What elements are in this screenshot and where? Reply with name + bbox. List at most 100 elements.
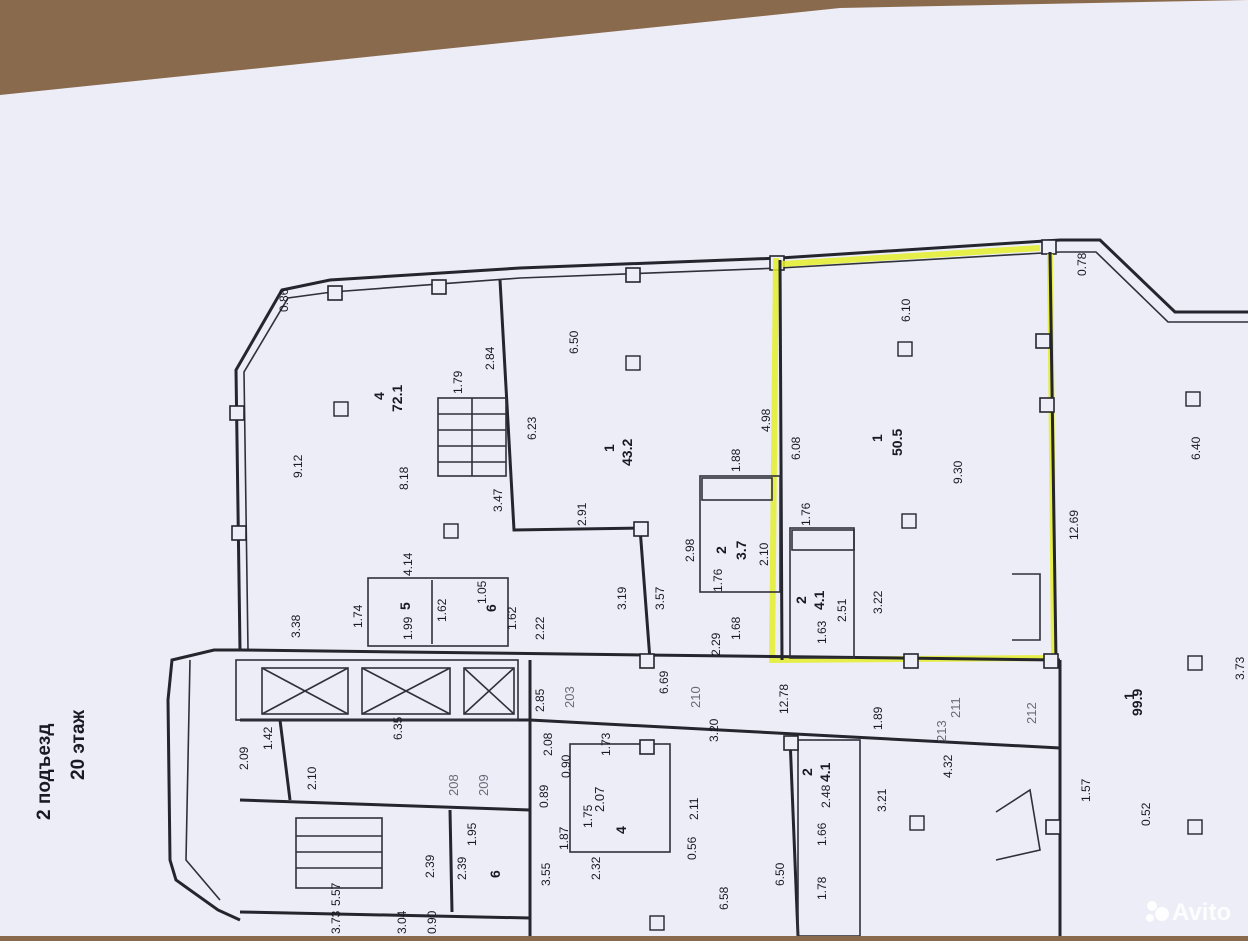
room-6a-number: 6	[483, 604, 499, 612]
dim-6-35: 6.35	[391, 716, 405, 740]
dim-3-55: 3.55	[539, 862, 553, 886]
dim-1-66: 1.66	[815, 822, 829, 846]
avito-watermark: Avito	[1146, 899, 1231, 926]
dim-6-23: 6.23	[525, 416, 539, 440]
dim-2-22: 2.22	[533, 616, 547, 640]
room-2b-number: 2	[793, 596, 809, 604]
dim-1-87: 1.87	[557, 826, 571, 850]
dim-3-73-b: 3.73	[329, 910, 343, 934]
room-2a-number: 2	[713, 546, 729, 554]
avito-dot-icon	[1146, 914, 1154, 922]
dim-1-57: 1.57	[1079, 778, 1093, 802]
corridor-codes: 203 208 209 210 211 212 213	[446, 686, 1039, 796]
dim-2-85: 2.85	[533, 688, 547, 712]
dim-2-10-a: 2.10	[757, 542, 771, 566]
dim-9-12: 9.12	[291, 454, 305, 478]
dim-1-75: 1.75	[581, 804, 595, 828]
dim-3-20: 3.20	[707, 718, 721, 742]
dim-2-51: 2.51	[835, 598, 849, 622]
dim-1-76-b: 1.76	[711, 568, 725, 592]
dim-2-39-b: 2.39	[455, 856, 469, 880]
room-1b-number: 1	[869, 434, 885, 442]
dim-3-21: 3.21	[875, 788, 889, 812]
dim-2-48: 2.48	[819, 784, 833, 808]
dim-1-95: 1.95	[465, 822, 479, 846]
dim-3-04: 3.04	[395, 910, 409, 934]
dim-3-73-a: 3.73	[1233, 656, 1247, 680]
room-2a-area: 3.7	[733, 540, 749, 560]
interior-walls	[239, 251, 1062, 937]
dim-0-78: 0.78	[1075, 252, 1089, 276]
corridor-208: 208	[446, 774, 461, 796]
room-1a-area: 43.2	[619, 439, 635, 466]
dim-2-84: 2.84	[483, 346, 497, 370]
dim-2-08: 2.08	[541, 732, 555, 756]
corridor-213: 213	[934, 720, 949, 742]
dim-6-40: 6.40	[1189, 436, 1203, 460]
room-4b-number: 4	[613, 826, 629, 834]
dim-3-19: 3.19	[615, 586, 629, 610]
dim-1-42: 1.42	[261, 726, 275, 750]
dim-3-57: 3.57	[653, 586, 667, 610]
dim-1-74: 1.74	[351, 604, 365, 628]
dim-0-90: 0.90	[559, 754, 573, 778]
dim-1-62-a: 1.62	[435, 598, 449, 622]
dim-2-32: 2.32	[589, 856, 603, 880]
dim-8-18: 8.18	[397, 466, 411, 490]
room-2c-number: 2	[799, 768, 815, 776]
elevator-shafts	[261, 667, 515, 715]
dim-4-14: 4.14	[401, 552, 415, 576]
dim-1-68: 1.68	[729, 616, 743, 640]
room-2b-area: 4.1	[811, 590, 827, 610]
dim-1-78: 1.78	[815, 876, 829, 900]
floor-label: 20 этаж	[68, 709, 89, 780]
dim-5-57: 5.57	[329, 882, 343, 906]
dim-4-98: 4.98	[759, 408, 773, 432]
highlighted-window-line	[781, 245, 1041, 267]
avito-wordmark: Avito	[1172, 899, 1231, 926]
dim-1-99: 1.99	[401, 616, 415, 640]
room-4-area: 72.1	[389, 385, 405, 412]
dim-3-47: 3.47	[491, 488, 505, 512]
dim-2-39-a: 2.39	[423, 854, 437, 878]
dim-4-32: 4.32	[941, 754, 955, 778]
dim-1-73: 1.73	[599, 732, 613, 756]
dim-1-63: 1.63	[815, 620, 829, 644]
dim-0-86: 0.86	[277, 288, 291, 312]
room-4-number: 4	[371, 392, 387, 400]
corridor-209: 209	[476, 774, 491, 796]
room-1a-number: 1	[601, 444, 617, 452]
room-labels: 4 72.1 1 43.2 1 50.5 1 99.9 2 3.7 2 4.1 …	[371, 385, 1145, 878]
column-markers	[333, 333, 1203, 931]
dim-2-11: 2.11	[687, 797, 701, 820]
entrance-label: 2 подъезд	[34, 724, 55, 820]
corridor-211: 211	[948, 697, 963, 718]
corridor-210: 210	[688, 686, 703, 708]
dim-0-90-b: 0.90	[425, 910, 439, 934]
window-columns	[229, 239, 1057, 541]
dim-6-58: 6.58	[717, 886, 731, 910]
dim-6-69: 6.69	[657, 670, 671, 694]
dim-1-62-b: 1.62	[505, 606, 519, 630]
dim-0-89: 0.89	[537, 784, 551, 808]
dim-12-78: 12.78	[777, 684, 791, 714]
stairs	[295, 397, 1041, 889]
room-1b-area: 50.5	[889, 429, 905, 456]
dim-1-88: 1.88	[729, 448, 743, 472]
room-1c-area: 99.9	[1129, 689, 1145, 716]
dim-2-29: 2.29	[709, 632, 723, 656]
corridor-212: 212	[1024, 702, 1039, 724]
room-5-number: 5	[397, 602, 413, 610]
dim-6-50-b: 6.50	[773, 862, 787, 886]
dim-9-30: 9.30	[951, 460, 965, 484]
dim-6-08: 6.08	[789, 436, 803, 460]
avito-dot-icon	[1155, 907, 1169, 921]
dim-12-69: 12.69	[1067, 510, 1081, 540]
room-2c-area: 4.1	[817, 762, 833, 782]
dim-2-91: 2.91	[575, 502, 589, 526]
dim-1-79: 1.79	[451, 370, 465, 394]
corridor-203: 203	[562, 686, 577, 708]
